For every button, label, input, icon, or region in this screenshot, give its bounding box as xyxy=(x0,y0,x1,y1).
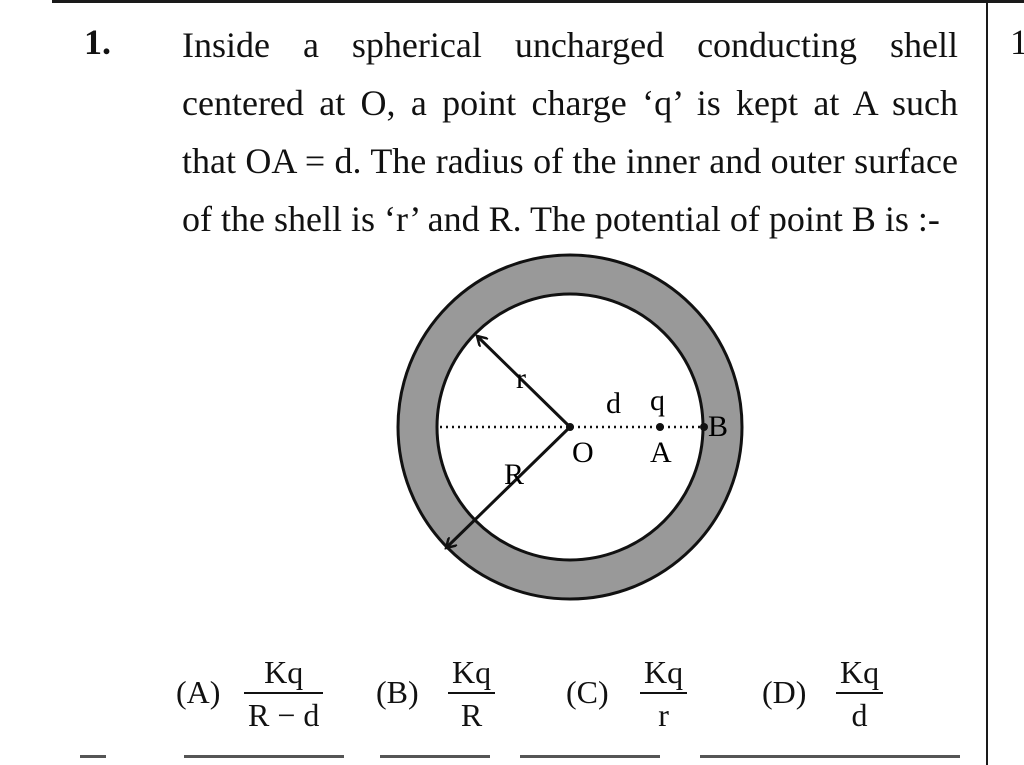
question-text: Inside a spherical uncharged conducting … xyxy=(182,16,958,248)
question-line-1: Inside a spherical uncharged conducting … xyxy=(182,25,958,65)
option-a-denominator: R − d xyxy=(248,697,320,733)
option-b-numerator: Kq xyxy=(452,654,492,690)
option-c-fraction: Kq r xyxy=(640,652,688,736)
top-rule xyxy=(52,0,1024,3)
cutoff-text-fragment xyxy=(700,755,960,758)
option-d-fraction-bar xyxy=(836,692,884,694)
option-d-label: (D) xyxy=(762,674,807,710)
question-line-3: that OA = d. The radius of the inner and… xyxy=(182,141,958,181)
radius-r-arrow xyxy=(477,336,572,429)
option-c-label: (C) xyxy=(566,674,609,710)
cutoff-text-fragment xyxy=(380,755,490,758)
option-c-fraction-bar xyxy=(640,692,688,694)
option-c-numerator: Kq xyxy=(644,654,684,690)
option-a-numerator: Kq xyxy=(264,654,304,690)
shell-diagram: r R d q O A B xyxy=(396,253,744,601)
next-column-text: 1 xyxy=(1010,22,1024,62)
option-b-label: (B) xyxy=(376,674,419,710)
question-line-2: centered at O, a point charge ‘q’ is kep… xyxy=(182,83,958,123)
question-line-4: of the shell is ‘r’ and R. The potential… xyxy=(182,199,940,239)
label-q: q xyxy=(650,384,665,417)
point-A xyxy=(656,423,664,431)
option-b-fraction-bar xyxy=(448,692,496,694)
cutoff-text-fragment xyxy=(80,755,106,758)
option-a-label: (A) xyxy=(176,674,221,710)
label-r: r xyxy=(516,362,526,395)
label-d: d xyxy=(606,387,621,420)
cutoff-text-fragment xyxy=(184,755,344,758)
label-O: O xyxy=(572,436,594,469)
radius-R-arrow xyxy=(446,425,572,548)
label-R: R xyxy=(504,458,524,491)
option-a-fraction-bar xyxy=(244,692,324,694)
option-c-denominator: r xyxy=(658,697,669,733)
point-O xyxy=(566,423,574,431)
option-b-denominator: R xyxy=(460,697,483,733)
column-divider xyxy=(986,0,988,765)
option-d-fraction: Kq d xyxy=(836,652,884,736)
question-number: 1. xyxy=(84,22,111,62)
label-B: B xyxy=(708,410,728,443)
point-B xyxy=(700,423,708,431)
option-d-numerator: Kq xyxy=(840,654,880,690)
label-A: A xyxy=(650,436,672,469)
option-d-denominator: d xyxy=(851,697,868,733)
option-a-fraction: Kq R − d xyxy=(244,652,324,736)
cutoff-text-fragment xyxy=(520,755,660,758)
option-b-fraction: Kq R xyxy=(448,652,496,736)
